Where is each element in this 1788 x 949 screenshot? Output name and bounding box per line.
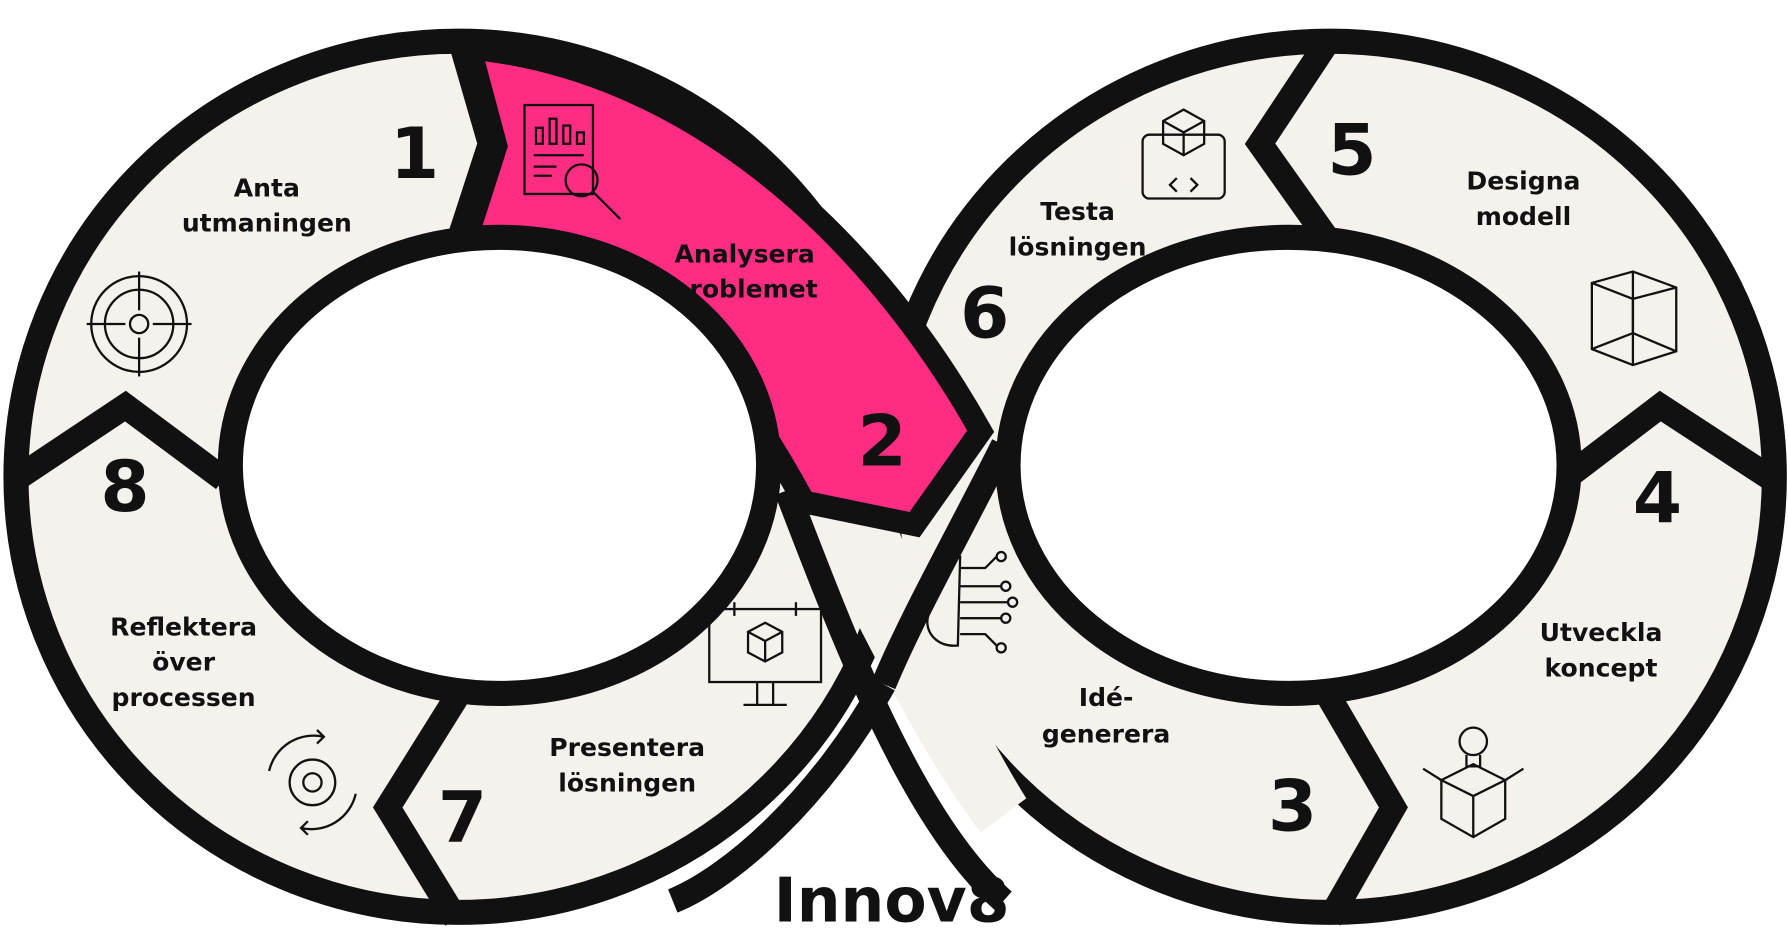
step-5-label-line2: modell (1476, 202, 1572, 231)
step-3-number: 3 (1268, 764, 1317, 847)
crossing-stroke-b (872, 439, 1015, 690)
step-7-number: 7 (438, 776, 487, 859)
step-2-label-line1: Analysera (674, 239, 814, 268)
step-4-number: 4 (1633, 456, 1682, 539)
presentation-board-icon (708, 602, 823, 706)
step-3-label-line1: Idé- (1079, 683, 1134, 712)
step-8-number: 8 (100, 445, 149, 528)
step-3-label-line2: generera (1042, 719, 1171, 748)
step-5-label-line1: Designa (1466, 166, 1580, 195)
step-2-label-line2: problemet (672, 275, 818, 304)
left-hole (217, 224, 782, 706)
step-6-label-line2: lösningen (1009, 233, 1147, 262)
right-hole (995, 224, 1582, 706)
step-5-number: 5 (1327, 109, 1376, 192)
crossing-stroke-a (775, 485, 1012, 911)
crossing-band (798, 479, 1027, 833)
step-8-label-line3: processen (112, 683, 256, 712)
step-1-label-line1: Anta (234, 173, 300, 202)
target-icon (86, 271, 192, 377)
step-7-label-line1: Presentera (549, 733, 705, 762)
lightbulb-box-icon (1422, 726, 1525, 839)
step-8-label-line2: över (152, 648, 216, 677)
step-6-label-line1: Testa (1040, 197, 1115, 226)
brain-circuit-icon (919, 550, 1019, 654)
step-1-label-line2: utmaningen (182, 209, 352, 238)
step-2-number: 2 (858, 399, 907, 482)
step-4-label-line1: Utveckla (1540, 618, 1663, 647)
gear-cycle-icon (268, 729, 357, 836)
blueprint-cube-icon (1141, 108, 1226, 200)
crossing-stroke-c (667, 678, 895, 913)
step-8-label-line1: Reflektera (110, 612, 257, 641)
step-4-label-line2: koncept (1545, 653, 1658, 682)
step-6-number: 6 (960, 272, 1009, 355)
cube-wireframe-icon (1590, 270, 1678, 367)
diagram-title: Innov8 (774, 865, 1010, 937)
segment-dividers (9, 31, 1779, 926)
step-7-label-line2: lösningen (558, 769, 696, 798)
report-magnifier-icon (523, 103, 622, 220)
step-1-number: 1 (390, 112, 439, 195)
